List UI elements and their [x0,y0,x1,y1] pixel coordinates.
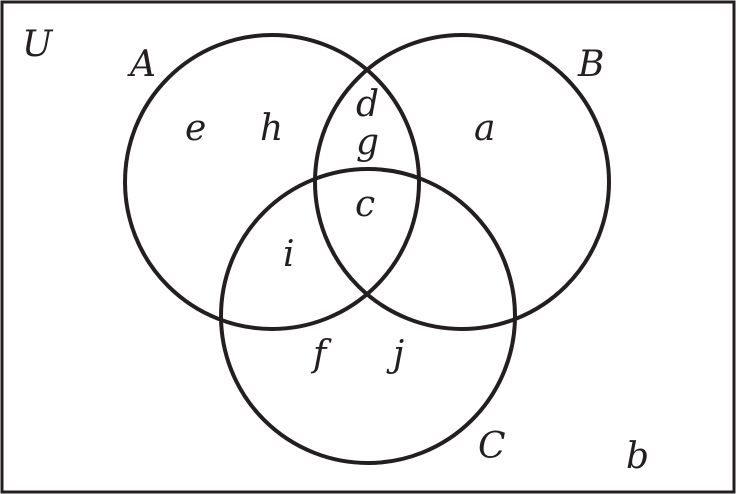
element-j: j [386,334,404,375]
universe-label: U [22,24,54,65]
set-c-circle [219,167,517,465]
set-b-circle [313,33,611,331]
set-a-label: A [127,44,156,85]
set-a-circle [123,33,421,331]
element-b: b [626,436,649,477]
element-g: g [356,122,379,163]
element-d: d [356,84,379,125]
element-h: h [260,108,283,149]
set-b-label: B [577,44,604,85]
element-f: f [310,334,332,375]
element-c: c [355,184,375,225]
element-a: a [474,108,495,149]
set-c-label: C [478,426,506,467]
element-e: e [185,108,206,149]
element-i: i [283,234,295,275]
